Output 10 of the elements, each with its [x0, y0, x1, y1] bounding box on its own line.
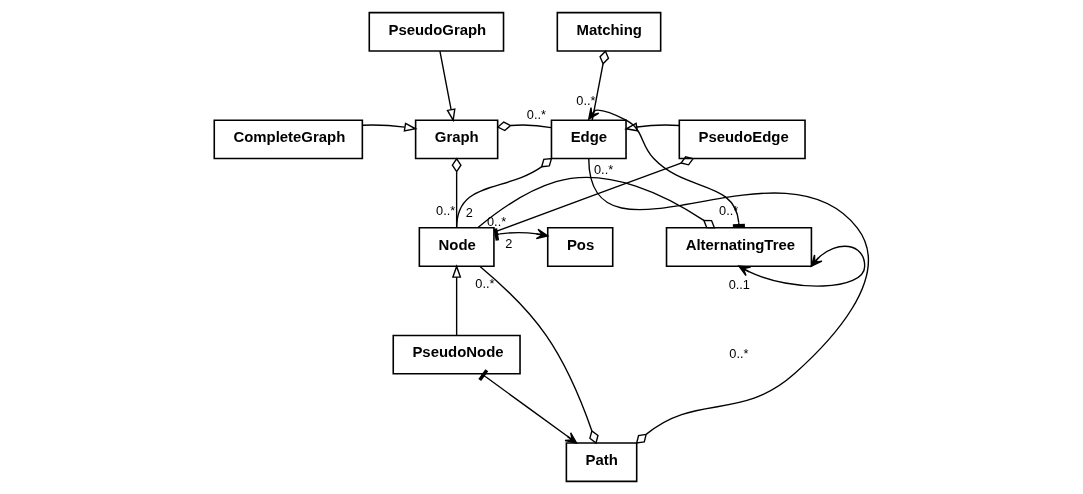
- edge-label: 0..*: [487, 214, 507, 230]
- edge-label: 0..*: [593, 162, 614, 178]
- edge-label: 0..1: [728, 276, 750, 292]
- edge-label: 0..*: [436, 203, 456, 219]
- edge-label: 0..*: [475, 276, 495, 292]
- edge-label: 0..*: [576, 93, 596, 109]
- edge-label: 2: [505, 235, 513, 251]
- edge-label: 0..*: [526, 106, 547, 122]
- label: 0..*: [729, 345, 749, 361]
- edge-label: 2: [465, 204, 473, 220]
